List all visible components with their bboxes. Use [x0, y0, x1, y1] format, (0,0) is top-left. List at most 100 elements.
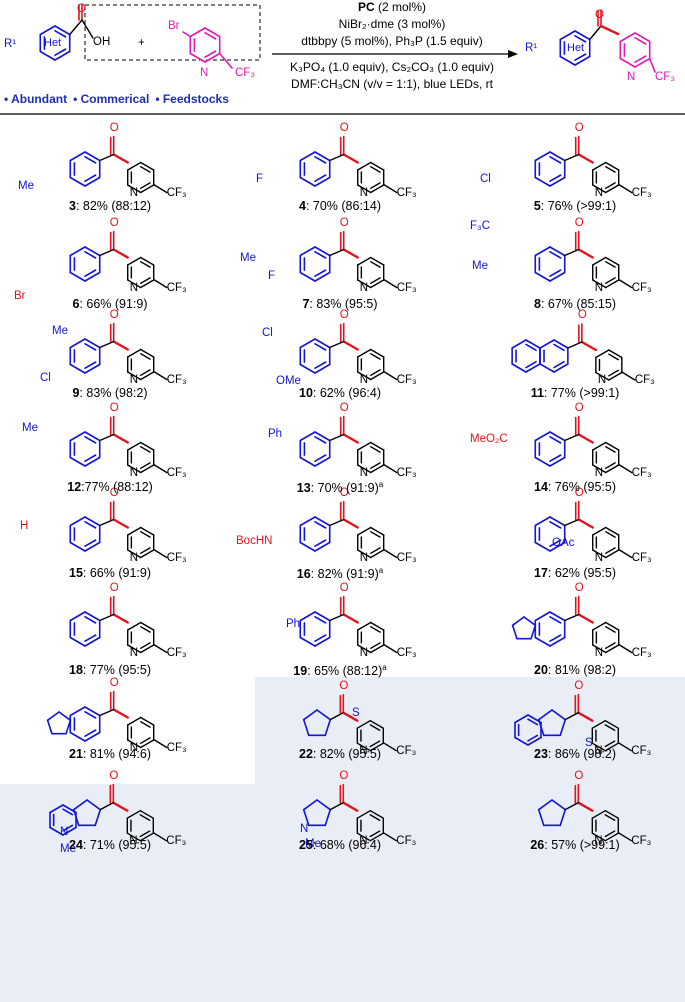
product-pyridine-ring [619, 32, 651, 68]
heteroaryl-ring [537, 799, 567, 827]
aryl-ring [299, 338, 331, 374]
cf3-label: CF₃ [634, 374, 655, 386]
heteroaryl-highlight-bottom [0, 784, 685, 1002]
oxygen-label: O [109, 676, 119, 689]
aryl-ring [69, 516, 101, 552]
oxygen-label: O [577, 309, 587, 321]
aryl-bond [99, 153, 115, 162]
compound-18-structure [69, 595, 168, 654]
aryl-bond [329, 613, 345, 622]
compound-4-caption: 4: 70% (86:14) [299, 199, 381, 213]
new-c-c-bond [342, 433, 359, 444]
new-c-c-bond [112, 708, 129, 719]
substituent-label: Me [472, 260, 488, 272]
nitrogen-label: N [359, 281, 369, 294]
aryl-bond [564, 433, 580, 442]
aryl-ring [69, 611, 101, 647]
aryl-ring [299, 611, 331, 647]
substituent-label: N [60, 826, 69, 838]
substituent-label: Cl [480, 173, 491, 185]
aryl-bond [567, 341, 583, 349]
cf3-label: CF₃ [396, 834, 417, 847]
aryl-bond [329, 248, 345, 257]
oxygen-label: O [109, 769, 119, 782]
aryl-ring [69, 431, 101, 467]
compound-14-structure [534, 415, 633, 474]
oxygen-label: O [109, 486, 119, 499]
compound-13-caption: 13: 70% (91:9)a [296, 480, 384, 496]
new-c-c-bond [112, 518, 129, 529]
substituent-label: Me [52, 325, 68, 337]
substituent-label: Br [14, 290, 26, 302]
substituent-label: Me [60, 843, 76, 855]
product-r1-label: R¹ [525, 42, 538, 54]
substituent-label: Cl [262, 327, 273, 339]
nitrogen-label: N [129, 834, 138, 847]
compound-17-caption: 17: 62% (95:5) [534, 566, 616, 580]
condition-1: NiBr₂·dme (3 mol%) [338, 17, 446, 31]
nitrogen-label: N [594, 186, 604, 199]
pyridine-ring [127, 526, 155, 559]
pyridine-ring [592, 526, 620, 559]
heteroaryl-ring [72, 799, 102, 827]
cf3-label: CF₃ [166, 281, 187, 294]
cf3-label: CF₃ [396, 551, 417, 564]
compound-26-structure [537, 783, 633, 842]
aryl-bond [99, 433, 115, 442]
compound-23-structure [514, 693, 633, 752]
aryl-ring [69, 706, 101, 742]
pyridine-ring [127, 621, 155, 654]
o-label: O [77, 3, 86, 15]
nitrogen-label: N [594, 281, 604, 294]
substituent-label: OAc [552, 537, 575, 549]
compound-13-structure [299, 415, 398, 474]
new-c-c-bond [577, 711, 594, 722]
compound-20-structure [511, 595, 633, 654]
r1-label: R¹ [4, 38, 17, 50]
substituent-label: F [256, 173, 264, 185]
new-c-c-bond [577, 613, 594, 624]
pyridine-ring [595, 349, 623, 381]
compound-22-structure [302, 693, 398, 752]
het-label: Het [44, 37, 62, 49]
n-label: N [200, 67, 209, 79]
aryl-bond [329, 433, 345, 442]
aryl-bond [329, 340, 345, 349]
substituent-label: Me [22, 422, 38, 434]
oxygen-label: O [574, 769, 584, 782]
new-c-c-bond [577, 801, 594, 812]
product-n-label: N [627, 71, 636, 83]
compound-17-structure [534, 500, 633, 559]
substituent-label: OMe [276, 375, 301, 387]
substituent-label: S [352, 707, 360, 719]
oxygen-label: O [339, 216, 349, 229]
oxygen-label: O [339, 121, 349, 134]
cf3-label: CF₃ [166, 551, 187, 564]
compound-12-structure [69, 415, 168, 474]
nitrogen-label: N [359, 373, 369, 386]
nitrogen-label: N [129, 551, 139, 564]
oxygen-label: O [574, 401, 584, 414]
compound-24-caption: 24: 71% (95:5) [69, 838, 151, 852]
heteroaryl-ring [302, 709, 332, 737]
aryl-bond [564, 613, 580, 622]
substituent-label: BocHN [236, 535, 273, 547]
product-aryl-ring [559, 30, 591, 66]
nitrogen-label: N [359, 646, 369, 659]
compound-18-caption: 18: 77% (95:5) [69, 663, 151, 677]
oxygen-label: O [109, 581, 119, 594]
compound-11-structure [511, 323, 636, 381]
cf3-label: CF₃ [166, 646, 187, 659]
new-c-c-bond [577, 153, 594, 164]
substituent-label: MeO₂C [470, 433, 508, 445]
compound-15-caption: 15: 66% (91:9) [69, 566, 151, 580]
compound-24-structure [49, 783, 168, 842]
pyridine-ring [357, 526, 385, 559]
new-c-c-bond [342, 711, 359, 722]
cf3-label: CF₃ [631, 551, 652, 564]
compound-4-structure [299, 135, 398, 194]
new-c-c-bond [580, 340, 598, 352]
compound-21-structure [46, 690, 168, 749]
substituent-label: S [585, 737, 593, 749]
